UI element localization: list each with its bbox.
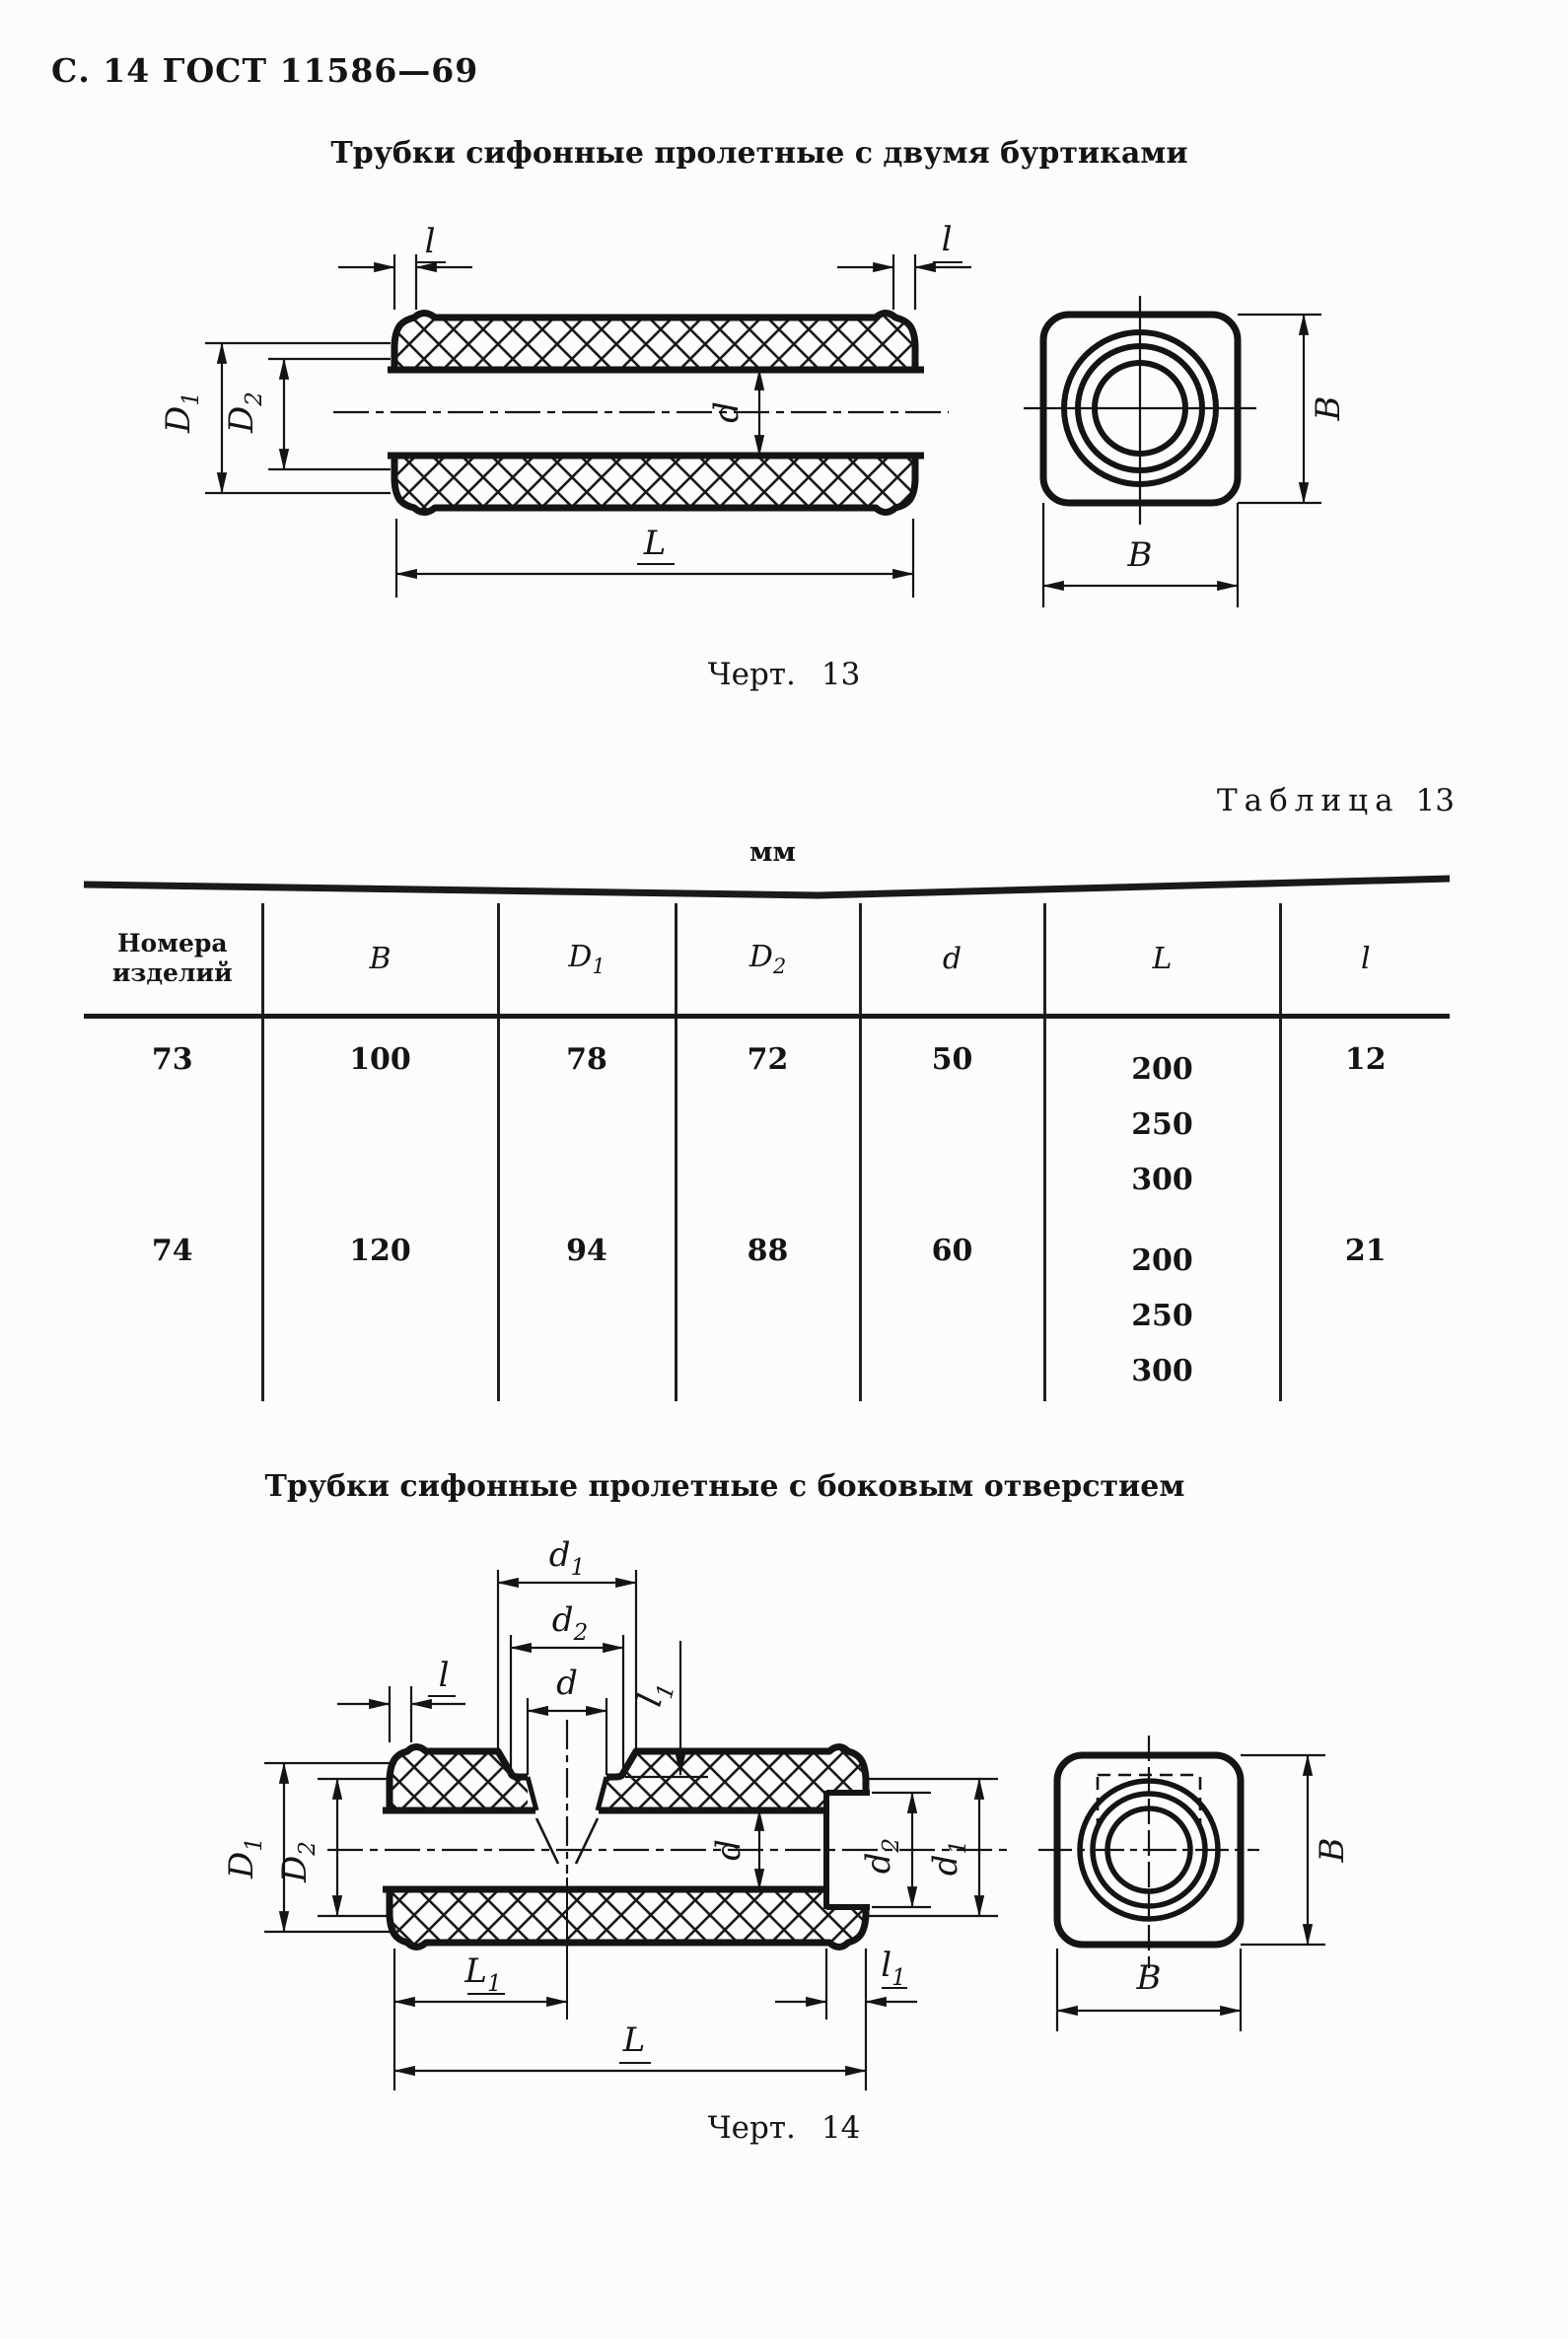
end-view-14 [1038,1736,1259,1968]
cell-l: 21 [1278,1210,1450,1401]
hole-chamfer [595,1776,609,1811]
cell-l: 12 [1278,1016,1450,1210]
tube-section-14 [327,1720,1008,1950]
cell-B: 100 [260,1016,498,1210]
dim-L [392,2062,868,2077]
units-label: мм [749,837,796,868]
table-row: 73 100 78 72 50 200 250 300 12 [84,1016,1450,1210]
dim-B-right [1241,1753,1325,1947]
dim-d-top [526,1698,608,1775]
label-l-right: l [942,220,953,259]
dim-l [337,1686,465,1742]
label-d2-right: d2 [859,1838,904,1874]
label-d2-top: d2 [552,1600,588,1646]
label-B-right: B [1313,1838,1352,1864]
cell-B: 120 [260,1210,498,1401]
figure14-title: Трубки сифонные пролетные с боковым отве… [264,1469,1185,1504]
dim-D1 [264,1761,396,1934]
dim-l-right [837,254,971,310]
table-top-rule [83,875,1451,899]
label-l1-depth: l1 [630,1676,680,1713]
figure14-caption: Черт.14 [707,2110,861,2146]
figure13-drawing: l l D1 D2 d L [159,220,1348,607]
col-header-L: L [1042,903,1280,1019]
dim-D2 [318,1777,392,1918]
dim-l1-depth [625,1641,708,1779]
col-header-d: d [858,903,1044,1019]
dim-L1 [392,1993,569,2008]
tube-section-13 [333,310,949,516]
dim-D2 [268,357,391,471]
figure13-title: Трубки сифонные пролетные с двумя буртик… [330,136,1188,171]
label-L: L [622,2020,646,2060]
page-header: С. 14 ГОСТ 11586—69 [51,51,479,90]
label-D1: D1 [159,391,204,434]
hole-chamfer [525,1776,539,1811]
label-B-bottom: B [1136,1958,1162,1998]
cell-item-number: 74 [151,1234,193,1268]
figure13-caption: Черт.13 [707,657,861,692]
label-B-bottom: B [1127,535,1153,575]
col-header-B: B [260,903,498,1019]
col-header-D2: D2 [674,903,860,1019]
dim-D1 [205,341,391,495]
col-header-D1: D1 [496,903,676,1019]
cell-item-number: 73 [151,1042,193,1077]
label-d-top: d [556,1664,578,1703]
cell-D1: 94 [496,1210,676,1401]
label-l1-bottom: l1 [881,1946,906,1991]
figure14-drawing: d1 d2 d l l1 D1 [222,1535,1352,2091]
label-L1: L1 [463,1951,501,1997]
hidden-chamfer-line [535,1817,560,1865]
label-D2: D2 [222,391,267,434]
dim-d2-right [872,1791,931,1909]
cell-L-values: 200 250 300 [1042,1210,1280,1401]
dim-d2-top [509,1635,625,1773]
dim-L [394,519,915,598]
dim-d1-right [868,1777,998,1918]
col-header-l: l [1278,903,1450,1019]
cell-d: 60 [858,1210,1044,1401]
cell-d: 50 [858,1016,1044,1210]
dim-B-bottom [1041,503,1240,607]
dim-l1-bottom [775,1987,917,2008]
end-view-13 [1024,296,1256,525]
label-d1-right: d1 [926,1840,971,1876]
cell-D2: 72 [674,1016,860,1210]
label-l: l [439,1656,450,1695]
hidden-chamfer-line [574,1817,600,1865]
label-D2: D2 [275,1841,321,1883]
table-row: 74 120 94 88 60 200 250 300 21 [84,1210,1450,1401]
dim-d1-top [496,1570,638,1748]
dim-B-right [1238,313,1321,505]
label-d-bore: d [709,1839,748,1861]
cell-D1: 78 [496,1016,676,1210]
hidden-hole-projection [1096,1773,1202,1828]
label-B-right: B [1309,396,1348,422]
label-d1-top: d1 [549,1535,585,1581]
label-D1: D1 [222,1837,267,1879]
label-L: L [643,524,667,563]
label-l-left: l [425,222,436,261]
label-d: d [707,401,747,423]
dim-l-left [338,254,472,310]
cell-L-values: 200 250 300 [1042,1016,1280,1210]
dim-B-bottom [1055,1949,1243,2031]
cell-D2: 88 [674,1210,860,1401]
